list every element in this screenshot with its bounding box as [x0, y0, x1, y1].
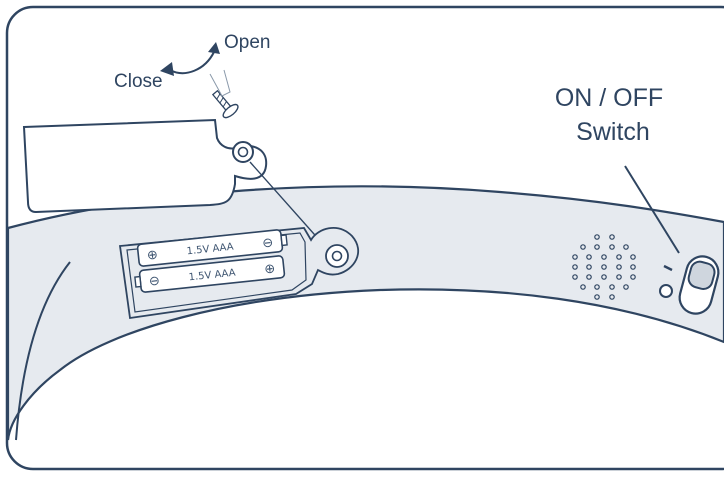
- open-label: Open: [224, 32, 270, 53]
- switch-pointer-line: [624, 165, 680, 254]
- speaker-hole: [586, 264, 592, 270]
- speaker-hole: [616, 264, 622, 270]
- screw-thread-3: [222, 101, 227, 108]
- battery-1-minus: ⊖: [262, 235, 274, 251]
- battery-2-terminal: [134, 275, 142, 288]
- indicator-led: [659, 284, 673, 298]
- indicator-dash: [663, 264, 673, 272]
- speaker-hole: [594, 284, 600, 290]
- screw: [211, 89, 239, 119]
- speaker-hole: [580, 244, 586, 250]
- speaker-hole: [586, 274, 592, 280]
- cover-screw-hole-inner: [237, 146, 249, 158]
- speaker-hole: [580, 284, 586, 290]
- screw-head: [222, 103, 239, 119]
- speaker-hole: [586, 254, 592, 260]
- speaker-hole: [572, 274, 578, 280]
- battery-1-plus: ⊕: [146, 248, 158, 264]
- compartment-screw-hole: [331, 250, 343, 262]
- speaker-hole: [601, 254, 607, 260]
- speaker-hole: [594, 244, 600, 250]
- speaker-hole: [630, 274, 636, 280]
- open-arrow-head: [208, 42, 220, 54]
- speaker-hole: [601, 274, 607, 280]
- speaker-hole: [572, 264, 578, 270]
- screw-thread-1: [216, 93, 221, 100]
- speaker-hole: [609, 294, 615, 300]
- battery-cover: [22, 118, 268, 214]
- screwdriver-tip: [209, 69, 231, 97]
- battery-1-label: 1.5V AAA: [186, 242, 234, 258]
- switch-slider: [687, 260, 716, 290]
- speaker-hole: [572, 254, 578, 260]
- speaker-hole: [609, 234, 615, 240]
- speaker-hole: [623, 244, 629, 250]
- speaker-hole: [630, 264, 636, 270]
- compartment-inner-border: [126, 232, 307, 313]
- speaker-hole: [609, 244, 615, 250]
- battery-2-minus: ⊖: [148, 274, 160, 290]
- speaker-hole: [609, 284, 615, 290]
- screw-thread-2: [219, 97, 224, 104]
- close-label: Close: [114, 71, 163, 92]
- battery-2-plus: ⊕: [264, 261, 276, 277]
- speaker-hole: [616, 274, 622, 280]
- close-arrow-head: [160, 62, 174, 76]
- battery-1: ⊕ 1.5V AAA ⊖: [136, 229, 288, 267]
- switch-label-line2: Switch: [576, 118, 650, 146]
- battery-2: ⊖ 1.5V AAA ⊕: [134, 255, 286, 293]
- strap-inner-curve: [15, 261, 71, 441]
- speaker-hole: [630, 254, 636, 260]
- speaker-grille: [572, 234, 636, 300]
- speaker-hole: [594, 294, 600, 300]
- speaker-hole: [623, 284, 629, 290]
- switch-label-line1: ON / OFF: [555, 84, 663, 112]
- speaker-hole: [594, 234, 600, 240]
- speaker-hole: [601, 264, 607, 270]
- battery-1-terminal: [280, 234, 288, 247]
- open-arrow: [169, 51, 215, 75]
- battery-2-label: 1.5V AAA: [188, 268, 236, 284]
- on-off-switch[interactable]: [676, 253, 722, 317]
- speaker-hole: [616, 254, 622, 260]
